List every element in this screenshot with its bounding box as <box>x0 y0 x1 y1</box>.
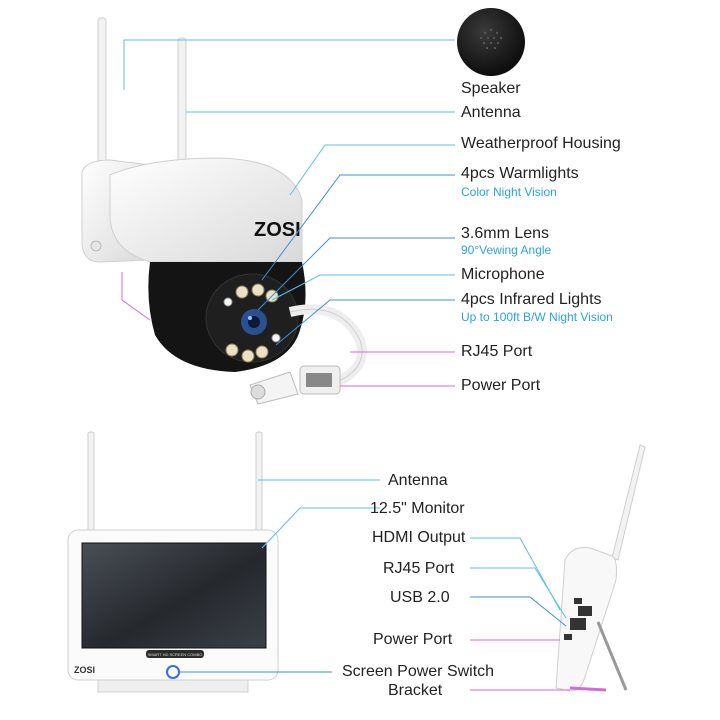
monitor-brand-logo: ZOSI <box>74 665 95 675</box>
label-infrared-sub: Up to 100ft B/W Night Vision <box>461 310 613 324</box>
label-camera-power-port: Power Port <box>461 377 541 394</box>
label-warmlights: 4pcs Warmlights <box>461 165 579 182</box>
label-screen-power-switch: Screen Power Switch <box>342 663 495 680</box>
label-monitor-rj45-port: RJ45 Port <box>383 560 455 577</box>
speaker-image <box>457 8 525 76</box>
monitor-bezel-text: SMART HD SCREEN COMBO <box>148 652 203 657</box>
power-switch-icon <box>166 665 180 679</box>
label-usb: USB 2.0 <box>390 589 450 606</box>
label-weatherproof-housing: Weatherproof Housing <box>461 135 621 152</box>
label-monitor-power-port: Power Port <box>373 631 453 648</box>
label-speaker: Speaker <box>461 80 521 97</box>
label-bracket: Bracket <box>388 682 443 699</box>
label-monitor-size: 12.5" Monitor <box>370 500 465 517</box>
monitor-side-image <box>555 444 646 692</box>
label-microphone: Microphone <box>461 266 545 283</box>
label-lens: 3.6mm Lens <box>461 225 550 242</box>
label-warmlights-sub: Color Night Vision <box>461 185 557 199</box>
label-lens-sub: 90°Vewing Angle <box>461 243 552 257</box>
camera-brand-logo: ZOSI <box>254 219 301 241</box>
label-infrared-lights: 4pcs Infrared Lights <box>461 291 602 308</box>
camera-image: ZOSI <box>81 17 367 405</box>
label-monitor-antenna: Antenna <box>388 472 448 489</box>
label-hdmi-output: HDMI Output <box>372 529 466 546</box>
label-camera-rj45-port: RJ45 Port <box>461 343 533 360</box>
label-antenna: Antenna <box>461 104 521 121</box>
monitor-image: SMART HD SCREEN COMBO ZOSI <box>67 431 279 693</box>
